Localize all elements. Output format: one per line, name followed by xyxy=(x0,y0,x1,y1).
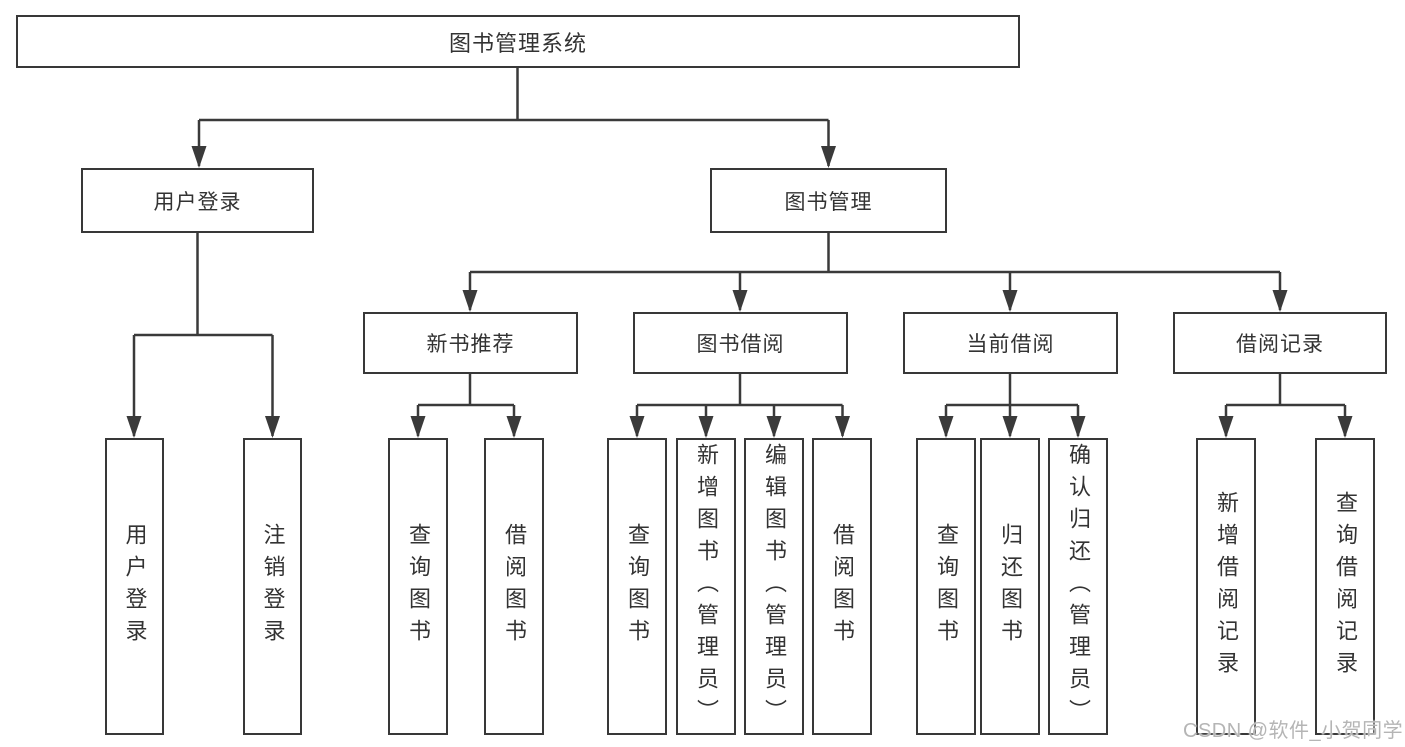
node-label: 查询借阅记录 xyxy=(1333,490,1358,683)
leaf-add-books-admin: 新增图书（管理员） xyxy=(676,438,736,735)
node-label: 确认归还（管理员） xyxy=(1066,442,1091,731)
leaf-query-books-borrowing: 查询图书 xyxy=(607,438,667,735)
leaf-return-books: 归还图书 xyxy=(980,438,1040,735)
node-book-management: 图书管理 xyxy=(710,168,947,233)
leaf-query-borrowing-record: 查询借阅记录 xyxy=(1315,438,1375,735)
node-new-book-recommendation: 新书推荐 xyxy=(363,312,578,374)
leaf-edit-books-admin: 编辑图书（管理员） xyxy=(744,438,804,735)
node-label: 当前借阅 xyxy=(966,333,1055,356)
leaf-add-borrowing-record: 新增借阅记录 xyxy=(1196,438,1256,735)
node-label: 图书借阅 xyxy=(696,333,785,356)
node-library-management-system: 图书管理系统 xyxy=(16,15,1020,68)
node-label: 新增借阅记录 xyxy=(1214,490,1239,683)
leaf-logout: 注销登录 xyxy=(243,438,302,735)
node-label: 图书管理 xyxy=(784,190,873,214)
leaf-query-books-current: 查询图书 xyxy=(916,438,976,735)
leaf-confirm-return-admin: 确认归还（管理员） xyxy=(1048,438,1108,735)
node-label: 归还图书 xyxy=(998,522,1023,651)
node-user-login: 用户登录 xyxy=(81,168,314,233)
leaf-borrow-books-borrowing: 借阅图书 xyxy=(812,438,872,735)
leaf-user-login: 用户登录 xyxy=(105,438,164,735)
node-label: 新增图书（管理员） xyxy=(694,442,719,731)
node-label: 借阅图书 xyxy=(502,522,527,651)
node-label: 用户登录 xyxy=(153,190,242,214)
node-label: 编辑图书（管理员） xyxy=(762,442,787,731)
node-label: 查询图书 xyxy=(625,522,650,651)
node-label: 新书推荐 xyxy=(426,333,515,356)
node-label: 查询图书 xyxy=(406,522,431,651)
node-label: 借阅图书 xyxy=(830,522,855,651)
leaf-borrow-books-recommend: 借阅图书 xyxy=(484,438,544,735)
leaf-query-books-recommend: 查询图书 xyxy=(388,438,448,735)
csdn-watermark: CSDN @软件_小贺同学 xyxy=(1183,720,1404,742)
node-label: 借阅记录 xyxy=(1236,333,1324,356)
node-current-borrowing: 当前借阅 xyxy=(903,312,1118,374)
node-borrowing-records: 借阅记录 xyxy=(1173,312,1387,374)
node-label: 查询图书 xyxy=(934,522,959,651)
node-label: 图书管理系统 xyxy=(448,30,587,56)
node-label: 注销登录 xyxy=(260,522,286,651)
node-label: 用户登录 xyxy=(122,522,148,651)
node-book-borrowing: 图书借阅 xyxy=(633,312,848,374)
